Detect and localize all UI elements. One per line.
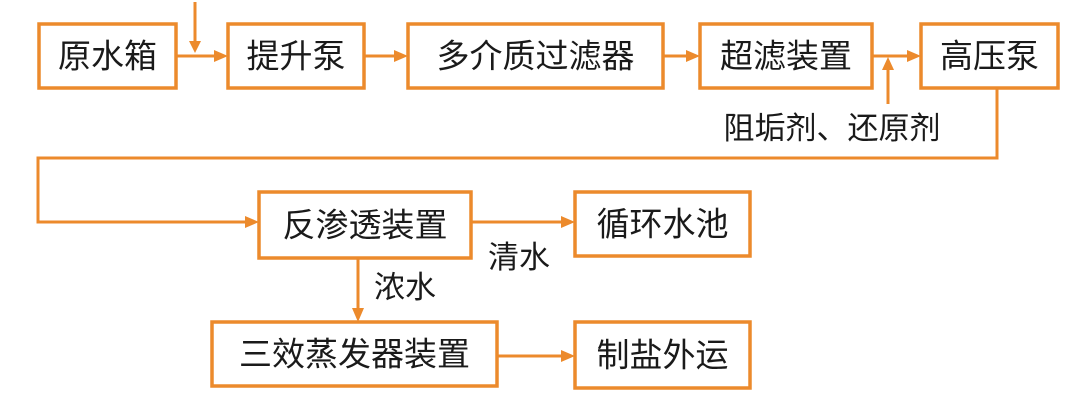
arrow-ro-to-evap xyxy=(352,308,364,322)
node-multimedia-filter: 多介质过滤器 xyxy=(406,22,665,90)
node-ultrafiltration-unit: 超滤装置 xyxy=(698,22,874,90)
node-circulating-pool: 循环水池 xyxy=(573,190,752,258)
edge-hpp-to-ro xyxy=(36,88,999,224)
node-triple-effect-evaporator: 三效蒸发器装置 xyxy=(210,320,499,388)
node-label: 原水箱 xyxy=(58,37,157,76)
label-clear-water: 清水 xyxy=(488,240,550,276)
node-label: 反渗透装置 xyxy=(283,206,448,245)
label-concentrate-water: 浓水 xyxy=(374,270,436,306)
arrow-raw-to-pump xyxy=(214,50,228,62)
connectors xyxy=(36,2,999,358)
node-reverse-osmosis-unit: 反渗透装置 xyxy=(257,190,473,260)
node-high-pressure-pump: 高压泵 xyxy=(919,22,1060,90)
label-dosing-chemicals: 阻垢剂、还原剂 xyxy=(724,111,941,147)
node-label: 高压泵 xyxy=(940,37,1039,76)
arrow-pump-to-filter xyxy=(394,50,408,62)
arrow-hpp-to-ro xyxy=(245,216,259,228)
arrow-evap-to-salt xyxy=(561,350,575,362)
node-label: 循环水池 xyxy=(597,205,729,244)
arrow-uf-to-hpp xyxy=(907,50,921,62)
node-label: 多介质过滤器 xyxy=(437,37,635,76)
node-label: 制盐外运 xyxy=(597,336,729,375)
node-raw-water-tank: 原水箱 xyxy=(37,22,178,90)
node-lift-pump: 提升泵 xyxy=(226,22,366,90)
arrow-inlet xyxy=(189,41,201,53)
arrow-ro-to-pool xyxy=(561,216,575,228)
arrow-dosing xyxy=(882,57,894,70)
node-label: 超滤装置 xyxy=(720,37,852,76)
arrow-heads xyxy=(189,41,921,362)
node-label: 提升泵 xyxy=(247,37,346,76)
node-salt-transport: 制盐外运 xyxy=(573,320,752,390)
node-label: 三效蒸发器装置 xyxy=(239,335,470,374)
arrow-filter-to-uf xyxy=(686,50,700,62)
